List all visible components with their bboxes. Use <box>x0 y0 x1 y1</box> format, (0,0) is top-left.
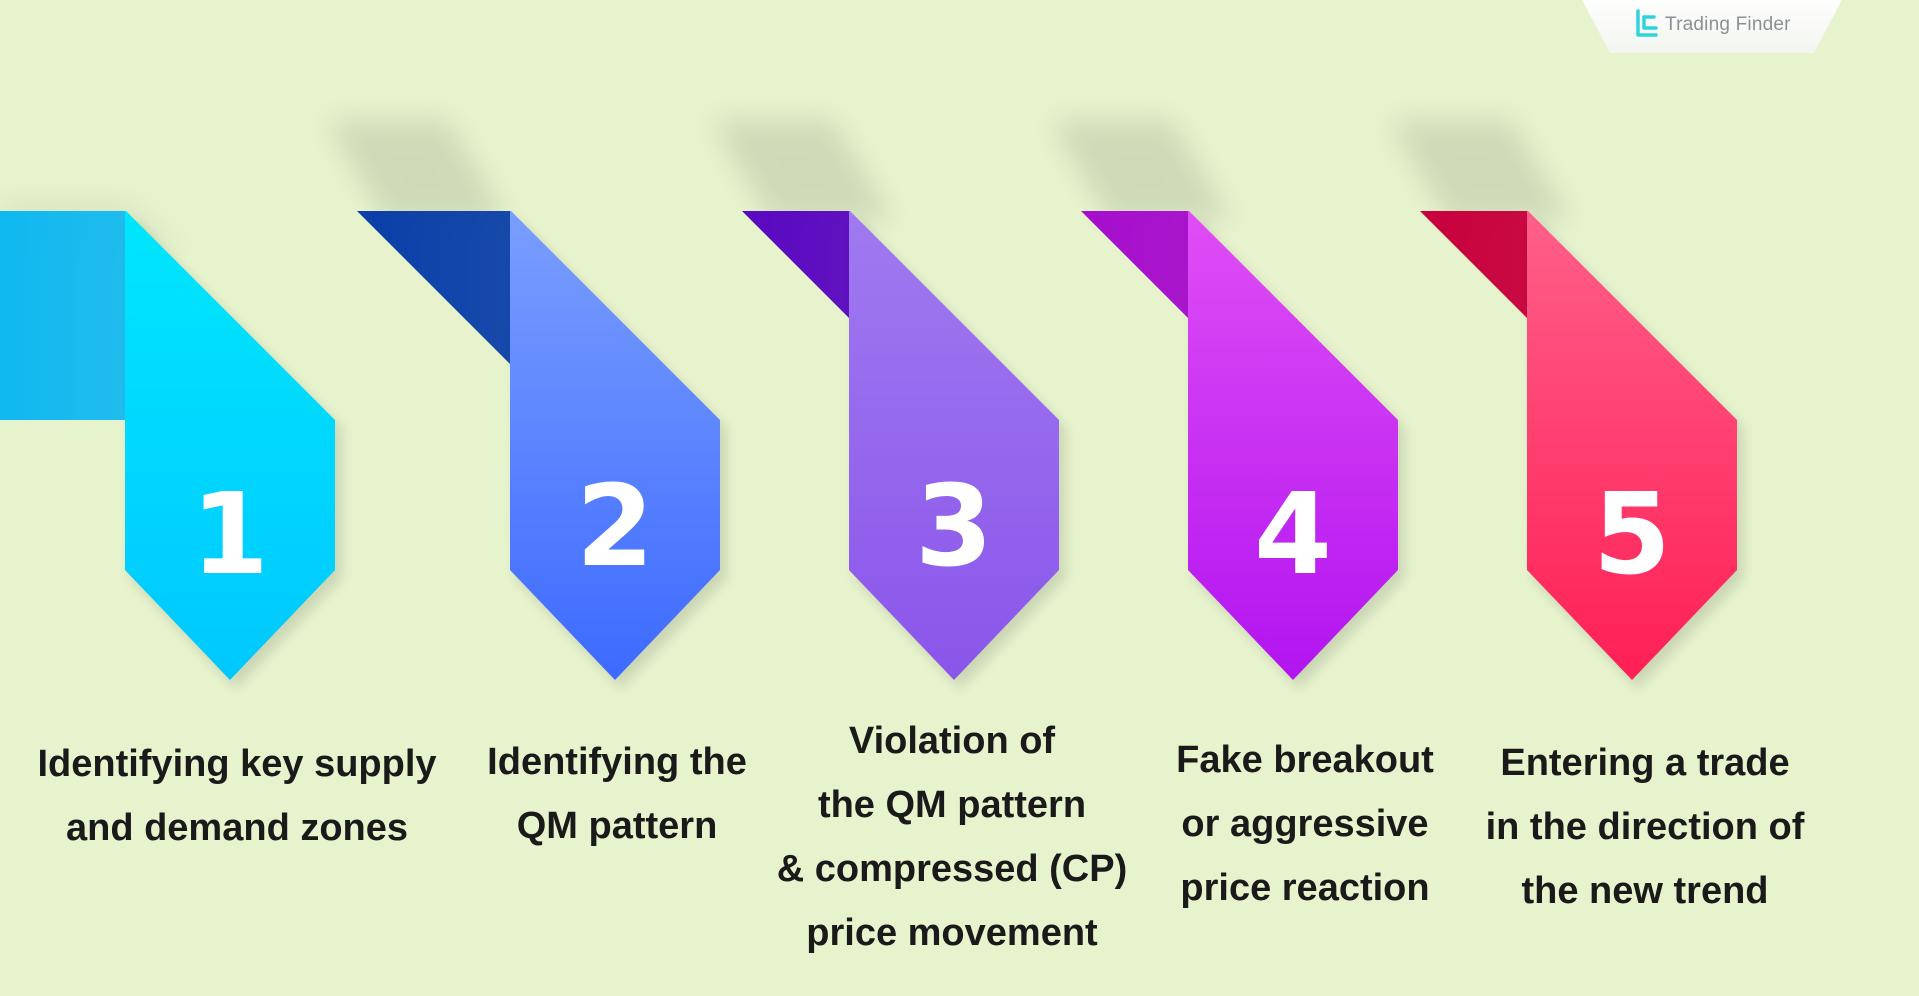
step-4-number: 4 <box>1254 470 1332 600</box>
step-5-caption-line-2: in the direction of <box>1485 806 1805 848</box>
step-4-ribbon-shadow <box>1051 121 1231 221</box>
step-3-number: 3 <box>915 462 993 592</box>
step-2-tab <box>510 211 720 680</box>
step-4-caption: Fake breakout or aggressive price reacti… <box>1140 728 1470 920</box>
step-3-caption-line-4: price movement <box>806 912 1098 954</box>
step-1-tab <box>125 211 335 680</box>
step-4-tab <box>1188 211 1398 680</box>
step-3-caption-line-1: Violation of <box>848 720 1056 762</box>
step-3-tab <box>849 211 1059 680</box>
trading-finder-logo-icon <box>1636 9 1658 37</box>
step-3-caption-line-2: the QM pattern <box>817 784 1087 826</box>
logo-tab-background <box>1582 0 1842 53</box>
step-4-caption-line-1: Fake breakout <box>1176 739 1434 781</box>
step-2-number: 2 <box>576 462 654 592</box>
step-5-tab <box>1527 211 1737 680</box>
step-2-caption-line-1: Identifying the <box>487 741 747 783</box>
step-1-caption-line-2: and demand zones <box>65 807 409 849</box>
step-5-number: 5 <box>1593 470 1671 600</box>
step-2-caption: Identifying the QM pattern <box>462 730 772 858</box>
step-1-caption: Identifying key supply and demand zones <box>32 732 442 860</box>
step-2-caption-line-2: QM pattern <box>516 805 718 847</box>
step-5-ribbon-shadow <box>1390 121 1570 221</box>
step-5-caption: Entering a trade in the direction of the… <box>1460 731 1830 923</box>
brand-name: Trading Finder <box>1665 14 1791 35</box>
step-4-caption-line-3: price reaction <box>1180 867 1430 909</box>
step-1-number: 1 <box>191 470 269 600</box>
step-3-caption: Violation of the QM pattern & compressed… <box>757 709 1147 965</box>
step-1-caption-line-1: Identifying key supply <box>37 743 437 785</box>
step-3-ribbon-shadow <box>712 121 892 221</box>
step-1-ribbon <box>0 211 125 420</box>
step-5-caption-line-1: Entering a trade <box>1500 742 1790 784</box>
brand-logo: Trading Finder <box>1582 0 1842 53</box>
step-3-caption-line-3: & compressed (CP) <box>776 848 1128 890</box>
step-2-ribbon-shadow <box>327 121 507 221</box>
step-4-caption-line-2: or aggressive <box>1181 803 1429 845</box>
step-5-caption-line-3: the new trend <box>1521 870 1769 912</box>
